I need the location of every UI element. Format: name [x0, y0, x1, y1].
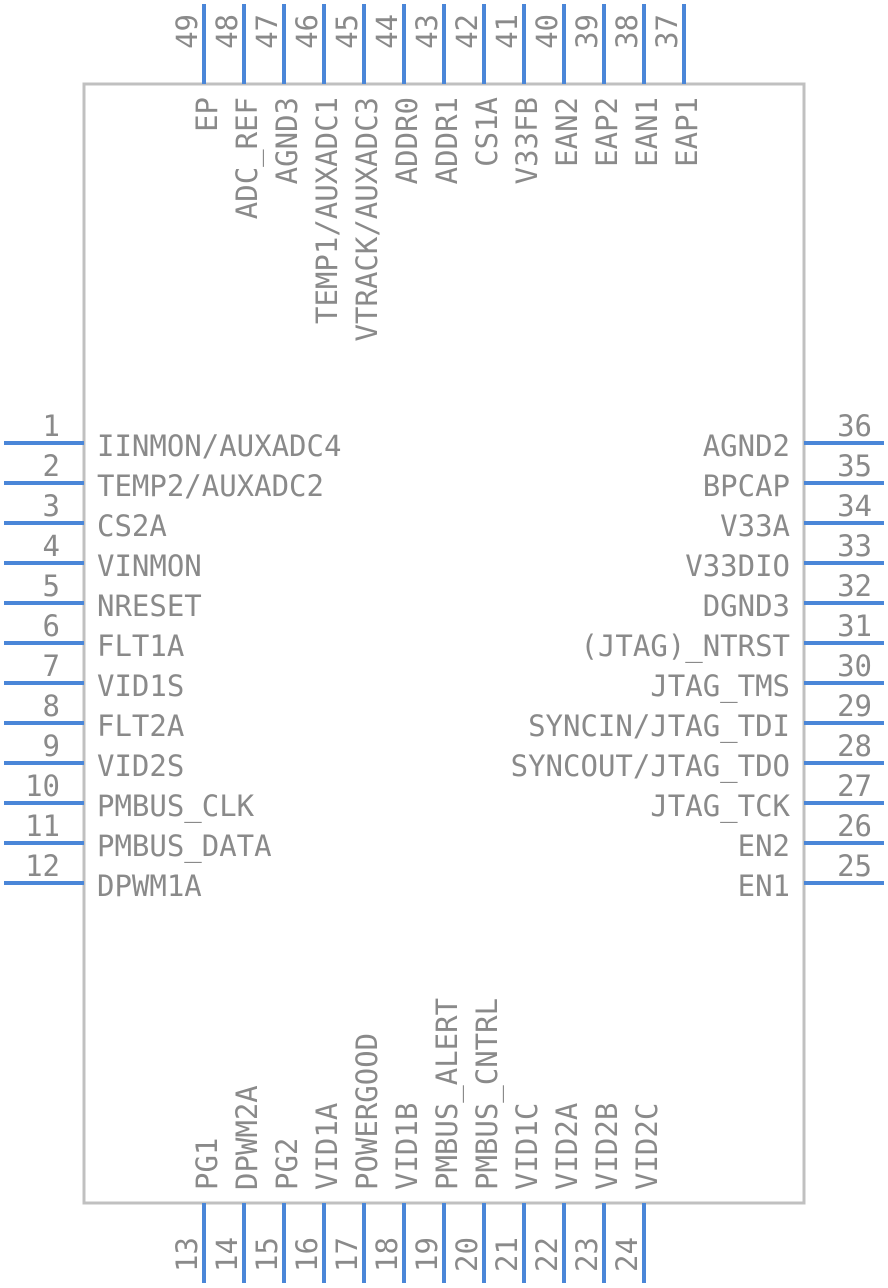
pin-40-number: 40 [530, 14, 564, 49]
pin-35-number: 35 [837, 449, 872, 483]
pin-32-number: 32 [837, 569, 872, 603]
pin-23-number: 23 [570, 1237, 604, 1272]
pin-8-number: 8 [43, 689, 60, 723]
pin-30-name: JTAG_TMS [650, 669, 790, 704]
pin-21-name: VID1C [510, 1103, 544, 1190]
pin-13-name: PG1 [190, 1138, 224, 1190]
pin-20-name: PMBUS_CNTRL [470, 998, 505, 1190]
pin-3-name: CS2A [97, 509, 167, 543]
pin-28-number: 28 [837, 729, 872, 763]
pin-35-name: BPCAP [703, 469, 790, 503]
pin-25-name: EN1 [738, 869, 790, 903]
pin-24-number: 24 [610, 1237, 644, 1272]
pin-18-number: 18 [370, 1237, 404, 1272]
pin-33-name: V33DIO [685, 549, 790, 583]
pin-6-number: 6 [43, 609, 60, 643]
pin-44-name: ADDR0 [390, 97, 424, 184]
pin-38-number: 38 [610, 14, 644, 49]
pin-21-number: 21 [490, 1237, 524, 1272]
pin-49-name: EP [190, 97, 224, 132]
pin-9-number: 9 [43, 729, 60, 763]
pin-27-number: 27 [837, 769, 872, 803]
pin-39-number: 39 [570, 14, 604, 49]
pin-46-name: TEMP1/AUXADC1 [310, 97, 344, 324]
pin-47-number: 47 [250, 14, 284, 49]
pin-2-number: 2 [43, 449, 60, 483]
pin-41-number: 41 [490, 14, 524, 49]
pin-42-name: CS1A [470, 97, 504, 167]
pin-43-name: ADDR1 [430, 97, 464, 184]
pin-11-number: 11 [25, 809, 60, 843]
pin-4-name: VINMON [97, 549, 202, 583]
pin-34-name: V33A [720, 509, 790, 543]
pin-12-number: 12 [25, 849, 60, 883]
pin-37-number: 37 [650, 14, 684, 49]
pin-14-name: DPWM2A [230, 1085, 264, 1190]
pin-10-name: PMBUS_CLK [97, 789, 255, 824]
pin-46-number: 46 [290, 14, 324, 49]
pin-1-name: IINMON/AUXADC4 [97, 429, 341, 463]
pin-3-number: 3 [43, 489, 60, 523]
pin-7-name: VID1S [97, 669, 184, 703]
pin-16-name: VID1A [310, 1103, 344, 1190]
pin-31-name: (JTAG)_NTRST [580, 629, 790, 664]
pin-12-name: DPWM1A [97, 869, 202, 903]
pin-28-name: SYNCOUT/JTAG_TDO [511, 749, 790, 784]
pin-36-name: AGND2 [703, 429, 790, 463]
pin-41-name: V33FB [510, 97, 544, 184]
pin-10-number: 10 [25, 769, 60, 803]
pin-39-name: EAP2 [590, 97, 624, 167]
pin-16-number: 16 [290, 1237, 324, 1272]
pin-49-number: 49 [170, 14, 204, 49]
pin-14-number: 14 [210, 1237, 244, 1272]
pin-23-name: VID2B [590, 1103, 624, 1190]
pin-26-number: 26 [837, 809, 872, 843]
pin-17-number: 17 [330, 1237, 364, 1272]
pin-42-number: 42 [450, 14, 484, 49]
pin-36-number: 36 [837, 409, 872, 443]
pin-17-name: POWERGOOD [350, 1033, 384, 1190]
pin-29-name: SYNCIN/JTAG_TDI [528, 709, 790, 744]
pin-18-name: VID1B [390, 1103, 424, 1190]
pin-40-name: EAN2 [550, 97, 584, 167]
pin-44-number: 44 [370, 14, 404, 49]
pin-31-number: 31 [837, 609, 872, 643]
pin-37-name: EAP1 [670, 97, 704, 167]
pin-27-name: JTAG_TCK [650, 789, 790, 824]
pin-45-name: VTRACK/AUXADC3 [350, 97, 384, 341]
pin-48-name: ADC_REF [230, 97, 265, 219]
pin-1-number: 1 [43, 409, 60, 443]
pin-43-number: 43 [410, 14, 444, 49]
pin-5-number: 5 [43, 569, 60, 603]
pin-5-name: NRESET [97, 589, 202, 623]
pin-38-name: EAN1 [630, 97, 664, 167]
pin-15-name: PG2 [270, 1138, 304, 1190]
pin-45-number: 45 [330, 14, 364, 49]
pin-48-number: 48 [210, 14, 244, 49]
pin-47-name: AGND3 [270, 97, 304, 184]
pin-2-name: TEMP2/AUXADC2 [97, 469, 324, 503]
pin-9-name: VID2S [97, 749, 184, 783]
pin-22-name: VID2A [550, 1103, 584, 1190]
pin-22-number: 22 [530, 1237, 564, 1272]
pin-24-name: VID2C [630, 1103, 664, 1190]
pin-33-number: 33 [837, 529, 872, 563]
pin-6-name: FLT1A [97, 629, 184, 663]
pin-32-name: DGND3 [703, 589, 790, 623]
pin-4-number: 4 [43, 529, 60, 563]
pin-19-name: PMBUS_ALERT [430, 998, 465, 1190]
pin-13-number: 13 [170, 1237, 204, 1272]
pin-11-name: PMBUS_DATA [97, 829, 272, 864]
pin-15-number: 15 [250, 1237, 284, 1272]
pin-34-number: 34 [837, 489, 872, 523]
pin-20-number: 20 [450, 1237, 484, 1272]
pin-26-name: EN2 [738, 829, 790, 863]
pin-29-number: 29 [837, 689, 872, 723]
pin-30-number: 30 [837, 649, 872, 683]
pin-25-number: 25 [837, 849, 872, 883]
pin-7-number: 7 [43, 649, 60, 683]
pin-19-number: 19 [410, 1237, 444, 1272]
pin-8-name: FLT2A [97, 709, 184, 743]
